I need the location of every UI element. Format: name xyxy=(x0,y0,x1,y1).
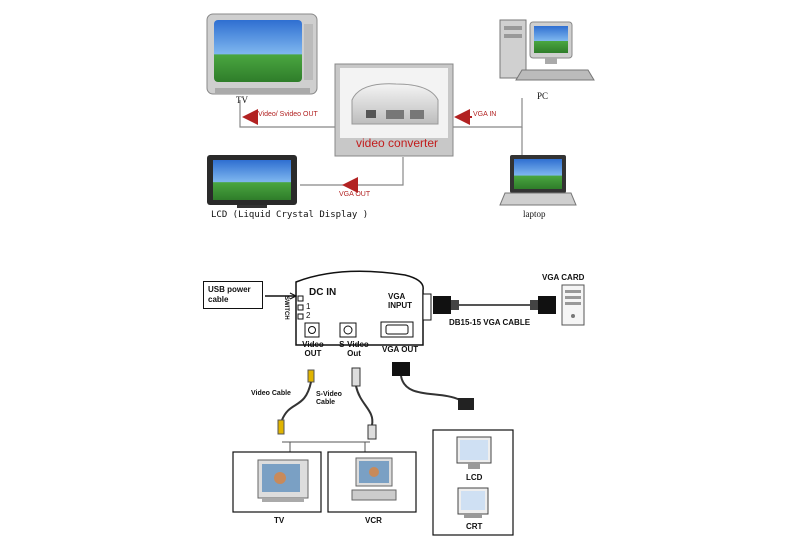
pc-label: PC xyxy=(537,91,549,101)
svideo-cable xyxy=(351,367,377,440)
laptop-label: laptop xyxy=(523,209,546,219)
crt-label: CRT xyxy=(466,522,483,531)
tv-label: TV xyxy=(236,95,248,105)
crt-tv-icon xyxy=(206,13,318,95)
converter-body xyxy=(295,270,432,346)
lcd-bottom-label: LCD xyxy=(466,473,483,482)
vga-card-pc-icon xyxy=(561,284,585,326)
converter-label: video converter xyxy=(356,136,439,150)
vcr-icon xyxy=(351,457,397,501)
tv-bottom-label: TV xyxy=(274,516,285,525)
lcd-label: LCD (Liquid Crystal Display ) xyxy=(211,210,369,220)
laptop-icon xyxy=(499,155,577,206)
pc-icon xyxy=(499,19,595,81)
vga-card-label: VGA CARD xyxy=(542,273,585,282)
vga-out-cable xyxy=(392,362,474,410)
vga-out-label: VGA OUT xyxy=(382,345,419,354)
vga-out-arrow-label: VGA OUT xyxy=(339,191,371,198)
crt-small-icon xyxy=(457,487,489,518)
svideo-cable-label: S-Video Cable xyxy=(316,391,342,406)
switch-2-label: 2 xyxy=(306,311,311,320)
lcd-small-icon xyxy=(456,436,492,469)
svideo-out-label: S-Video Out xyxy=(339,340,369,358)
video-out-label: Video OUT xyxy=(302,340,324,358)
video-cable xyxy=(277,369,315,435)
video-cable-label: Video Cable xyxy=(251,390,291,397)
lcd-monitor-icon xyxy=(207,155,297,208)
vga-in-arrow-label: VGA IN xyxy=(473,111,497,118)
red-arrows xyxy=(242,109,472,193)
switch-label: SWITCH xyxy=(283,296,289,320)
vga-cable xyxy=(433,296,556,314)
split-lines xyxy=(282,441,370,452)
top-connections xyxy=(239,98,523,186)
switch-1-label: 1 xyxy=(306,302,311,311)
dc-in-label: DC IN xyxy=(309,287,337,298)
vcr-label: VCR xyxy=(365,516,382,525)
video-out-arrow-label: Video/ Svideo OUT xyxy=(258,111,318,118)
usb-power-box: USB power cable xyxy=(203,281,263,309)
vga-input-label: VGA INPUT xyxy=(388,292,412,310)
vga-cable-label: DB15-15 VGA CABLE xyxy=(449,318,531,327)
tv-icon xyxy=(257,459,309,502)
video-converter-device xyxy=(334,63,454,157)
